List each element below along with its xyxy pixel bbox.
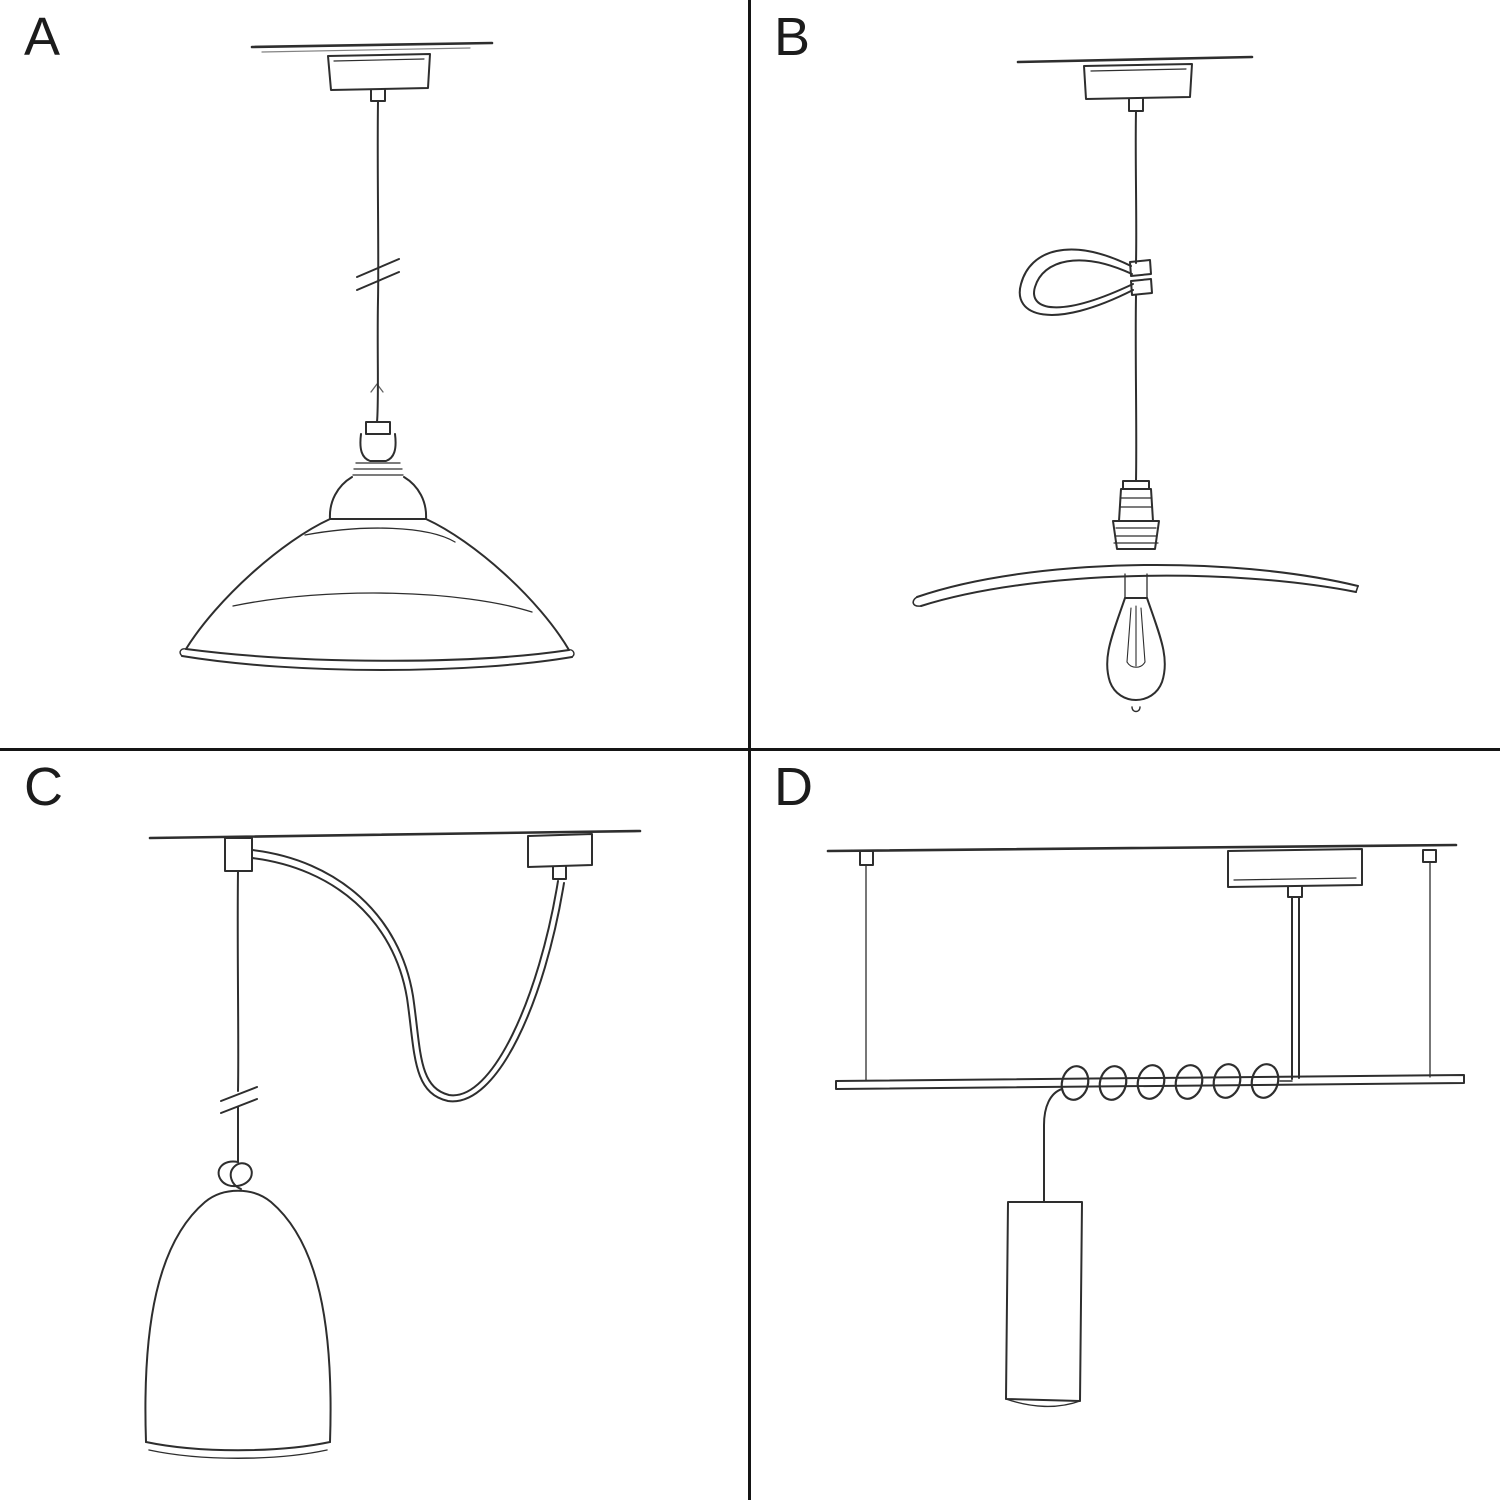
canopy-nipple bbox=[552, 865, 567, 880]
ceiling-line bbox=[826, 843, 1458, 853]
panel-label-a: A bbox=[24, 7, 63, 67]
panel-a: A bbox=[0, 0, 750, 750]
bulb-filament bbox=[1126, 605, 1146, 667]
decorative-loop bbox=[1018, 248, 1134, 316]
horizontal-divider bbox=[0, 748, 1500, 751]
shade-cap bbox=[328, 476, 428, 520]
length-break-marks bbox=[220, 1086, 258, 1114]
ceiling-canopy bbox=[1083, 63, 1193, 100]
support-rod bbox=[1291, 896, 1300, 1080]
flat-plate-shade bbox=[916, 563, 1359, 598]
ceiling-canopy bbox=[327, 53, 431, 91]
lamp-holder bbox=[1122, 480, 1150, 490]
panel-d: D bbox=[750, 750, 1500, 1500]
tube-shade bbox=[1005, 1201, 1083, 1402]
hanging-cord-upper bbox=[1134, 110, 1138, 264]
bell-shade-rim bbox=[145, 1441, 331, 1452]
drop-cord bbox=[236, 870, 240, 1092]
panel-label-d: D bbox=[774, 757, 815, 817]
ceiling-line bbox=[250, 41, 494, 49]
shade-flare bbox=[185, 518, 331, 650]
wrapped-cord-coils bbox=[1060, 1063, 1280, 1101]
light-bulb bbox=[1124, 573, 1148, 598]
swag-hook bbox=[224, 837, 253, 872]
panel-label-b: B bbox=[774, 7, 813, 67]
swag-cord bbox=[251, 849, 559, 1097]
cord-knot bbox=[217, 1160, 253, 1190]
pendant-industrial-shade-sketch bbox=[179, 41, 575, 671]
ceiling-canopy bbox=[527, 833, 593, 868]
canopy-nipple bbox=[1287, 885, 1303, 898]
panel-label-c: C bbox=[24, 757, 65, 817]
panel-b: B bbox=[750, 0, 1500, 750]
hanging-cord-lower bbox=[1134, 295, 1138, 482]
bell-shade bbox=[144, 1189, 332, 1443]
suspended-bar-tube-pendant-sketch bbox=[826, 843, 1465, 1408]
ceiling-canopy bbox=[1227, 848, 1363, 888]
ceiling-line bbox=[148, 829, 642, 840]
left-wire-fitting bbox=[859, 850, 874, 866]
lamp-holder bbox=[365, 421, 391, 435]
cord-clip bbox=[1129, 259, 1152, 277]
swag-pendant-bell-shade-sketch bbox=[144, 829, 642, 1459]
shade-rim bbox=[185, 648, 570, 662]
horizontal-bar bbox=[835, 1074, 1465, 1090]
canopy-nipple bbox=[370, 88, 386, 102]
hanging-cord bbox=[376, 100, 380, 423]
panel-c: C bbox=[0, 750, 750, 1500]
drop-cord bbox=[1043, 1088, 1063, 1203]
right-wire-fitting bbox=[1422, 849, 1437, 863]
ceiling-line bbox=[1016, 55, 1254, 64]
length-break-marks bbox=[356, 258, 400, 291]
canopy-nipple bbox=[1128, 97, 1144, 112]
pendant-flat-shade-bulb-sketch bbox=[912, 55, 1359, 713]
